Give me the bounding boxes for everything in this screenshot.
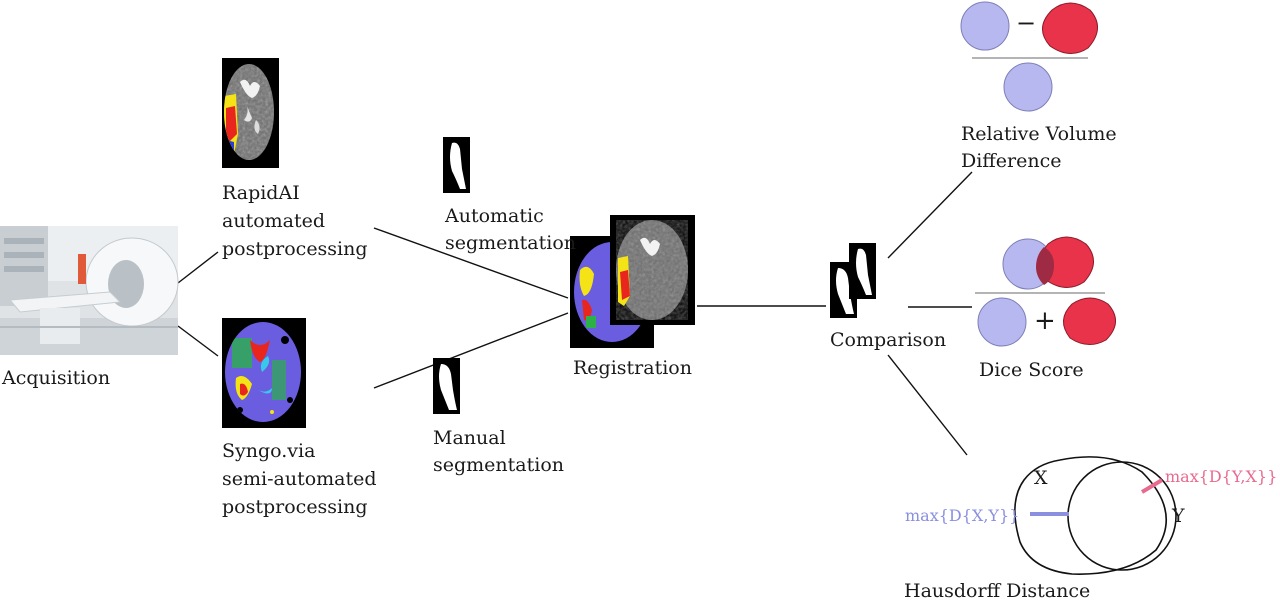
registration-images <box>570 215 695 348</box>
comparison-masks <box>830 243 876 318</box>
automatic-segmentation-line2: segmentation <box>445 232 577 254</box>
automatic-segmentation-mask <box>443 137 470 193</box>
comparison-label: Comparison <box>830 329 947 351</box>
ct-scanner-photo <box>0 226 179 355</box>
dice-plus-sign: + <box>1034 306 1056 336</box>
dice-formula <box>975 236 1116 347</box>
syngo-label-line2: semi-automated <box>222 468 377 490</box>
line-rapidai-registration <box>373 227 569 299</box>
shape-y <box>1067 461 1177 571</box>
line-acq-syngo <box>177 325 219 357</box>
set-a-circle-denominator <box>1003 62 1053 112</box>
rapidai-label-line3: postprocessing <box>222 238 368 260</box>
line-syngo-registration <box>373 312 569 389</box>
registration-label: Registration <box>573 357 692 379</box>
manual-segmentation-mask <box>433 358 460 414</box>
syngo-label-line3: postprocessing <box>222 496 368 518</box>
dice-score-label: Dice Score <box>979 359 1084 381</box>
rvd-formula <box>960 1 1098 112</box>
hausdorff-figure <box>1014 456 1177 575</box>
set-y-label: Y <box>1172 505 1185 527</box>
automatic-segmentation-line1: Automatic <box>445 205 544 227</box>
shape-x <box>1014 456 1168 575</box>
syngo-map-image <box>222 318 306 428</box>
rvd-minus-sign: − <box>1016 9 1037 37</box>
manual-segmentation-line2: segmentation <box>433 454 565 476</box>
max-d-xy-label: max{D{X,Y}} <box>905 506 1020 525</box>
rapidai-map-image <box>222 58 279 168</box>
rvd-label-line2: Difference <box>961 150 1062 172</box>
hausdorff-label: Hausdorff Distance <box>904 580 1091 601</box>
line-acq-rapidai <box>177 251 219 284</box>
max-d-yx-line <box>1140 478 1164 494</box>
set-a-circle <box>960 1 1010 51</box>
connector-lines <box>177 171 973 456</box>
rapidai-label-line1: RapidAI <box>222 182 300 204</box>
line-comparison-rvd <box>887 171 973 259</box>
set-x-label: X <box>1034 467 1048 489</box>
line-comparison-hausdorff <box>887 354 968 456</box>
max-d-yx-label: max{D{Y,X}} <box>1165 467 1278 486</box>
set-b-blob <box>1042 2 1098 54</box>
manual-segmentation-line1: Manual <box>433 427 506 449</box>
rapidai-label-line2: automated <box>222 210 326 232</box>
rvd-label-line1: Relative Volume <box>961 123 1117 145</box>
syngo-label-line1: Syngo.via <box>222 440 316 462</box>
acquisition-label: Acquisition <box>2 367 111 389</box>
